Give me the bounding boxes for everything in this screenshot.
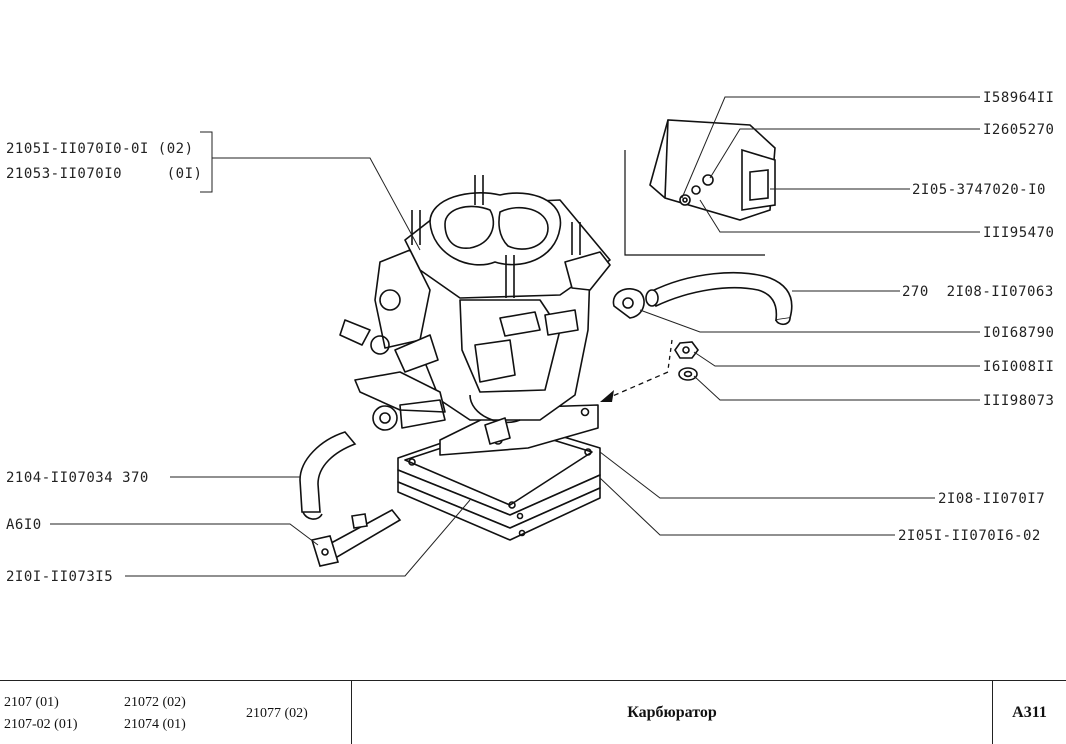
tube-bracket [310,508,402,567]
model-2107-02-01: 2107-02 (01) [4,717,78,732]
label-hose-right: 270 2I08-II07063 [902,284,1054,300]
label-hose-left: 2104-II07034 370 [6,470,149,486]
solenoid-valve [649,119,776,221]
label-gasket-upper: 2I08-II070I7 [938,491,1045,507]
model-21074-01: 21074 (01) [124,717,186,732]
model-21077-02: 21077 (02) [246,706,308,721]
footer-table: 2107 (01) 2107-02 (01) 21072 (02) 21074 … [0,680,1066,744]
label-clamp: I0I68790 [983,325,1054,341]
assembly-arrow [600,339,673,402]
label-carburetor-assembly-02: 2105I-II070I0-0I (02) [6,141,194,157]
hose-left [299,431,357,520]
label-carburetor-assembly-01: 21053-II070I0 (0I) [6,166,202,182]
hose-right [645,271,793,326]
page-code: A311 [1012,703,1047,721]
carburetor-parts-diagram: 2105I-II070I0-0I (02) 21053-II070I0 (0I)… [6,90,1054,585]
nut-washer [674,341,699,381]
leader-lines [50,96,980,577]
label-gasket-lower: 2I0I-II073I5 [6,569,113,585]
label-washer: III98073 [983,393,1054,409]
footer-divider-2 [992,681,993,744]
clamp [612,288,645,319]
label-tube-bracket: A6I0 [6,517,42,533]
label-nut-solenoid: I2605270 [983,122,1054,138]
model-2107-01: 2107 (01) [4,695,59,710]
label-solenoid-valve: 2I05-3747020-I0 [912,182,1046,198]
footer-divider-1 [351,681,352,744]
group-bracket [624,150,765,256]
carburetor-drawing [339,175,611,541]
page-title: Карбюратор [627,703,717,721]
model-21072-02: 21072 (02) [124,695,186,710]
label-washer-solenoid: I58964II [983,90,1054,106]
label-gasket-middle: 2I05I-II070I6-02 [898,528,1041,544]
label-nut: I6I008II [983,359,1054,375]
label-screw-solenoid: III95470 [983,225,1054,241]
